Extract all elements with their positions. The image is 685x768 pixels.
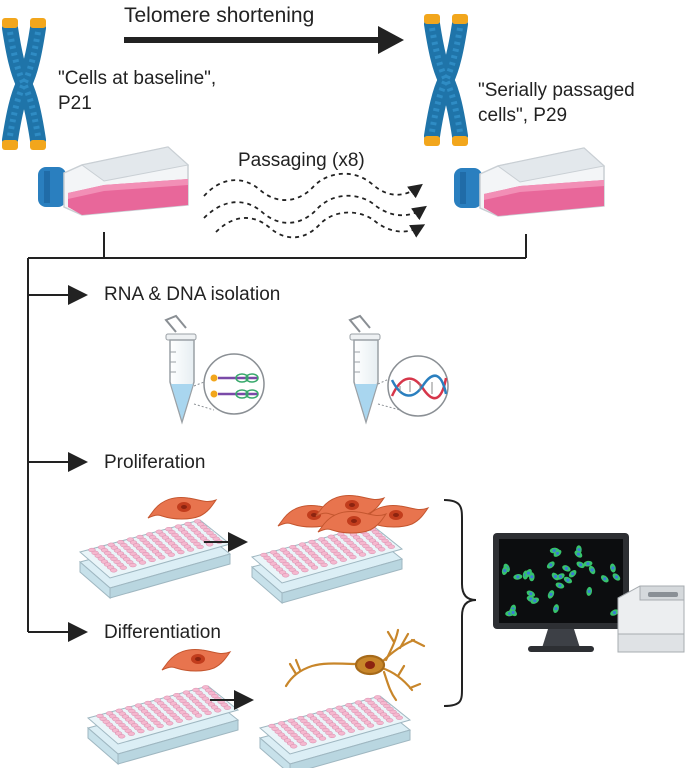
baseline-label-line2: P21 [58,93,92,114]
rna-strand-icon [203,353,265,415]
telomere-shortening-label: Telomere shortening [124,4,315,27]
chromosome-icon-baseline [2,18,46,150]
microscope-monitor-icon [493,533,629,652]
96-well-plate-icon-proliferation-after [251,524,403,604]
fibroblast-cell-icon-differentiation [161,649,231,672]
cell-culture-flask-icon-baseline [37,146,189,216]
telomere-shortening-arrow [124,26,404,54]
grouping-brace [443,499,477,707]
baseline-label-line1: "Cells at baseline", [58,68,217,89]
cell-culture-flask-icon-passaged [453,147,605,217]
96-well-plate-icon-differentiation-before [87,685,239,765]
rna-dna-isolation-label: RNA & DNA isolation [104,284,281,305]
microcentrifuge-tube-icon-rna [165,315,197,423]
differentiation-label: Differentiation [104,622,221,643]
96-well-plate-icon-proliferation-before [79,519,231,599]
passaging-arrows [203,172,427,239]
96-well-plate-icon-differentiation-after [259,695,411,768]
fibroblast-cell-cluster-icon [277,495,429,534]
passaged-label-line2: cells", P29 [478,105,568,126]
neuron-icon [284,628,426,702]
proliferation-label: Proliferation [104,452,206,473]
fibroblast-cell-icon-proliferation-single [147,497,217,520]
dna-helix-icon [387,355,449,417]
branch-lines [27,232,527,642]
passaged-label-line1: "Serially passaged [478,80,635,101]
chromosome-icon-passaged [424,14,468,146]
microcentrifuge-tube-icon-dna [349,315,381,423]
passaging-label: Passaging (x8) [238,150,365,171]
imaging-reader-icon [617,585,685,653]
